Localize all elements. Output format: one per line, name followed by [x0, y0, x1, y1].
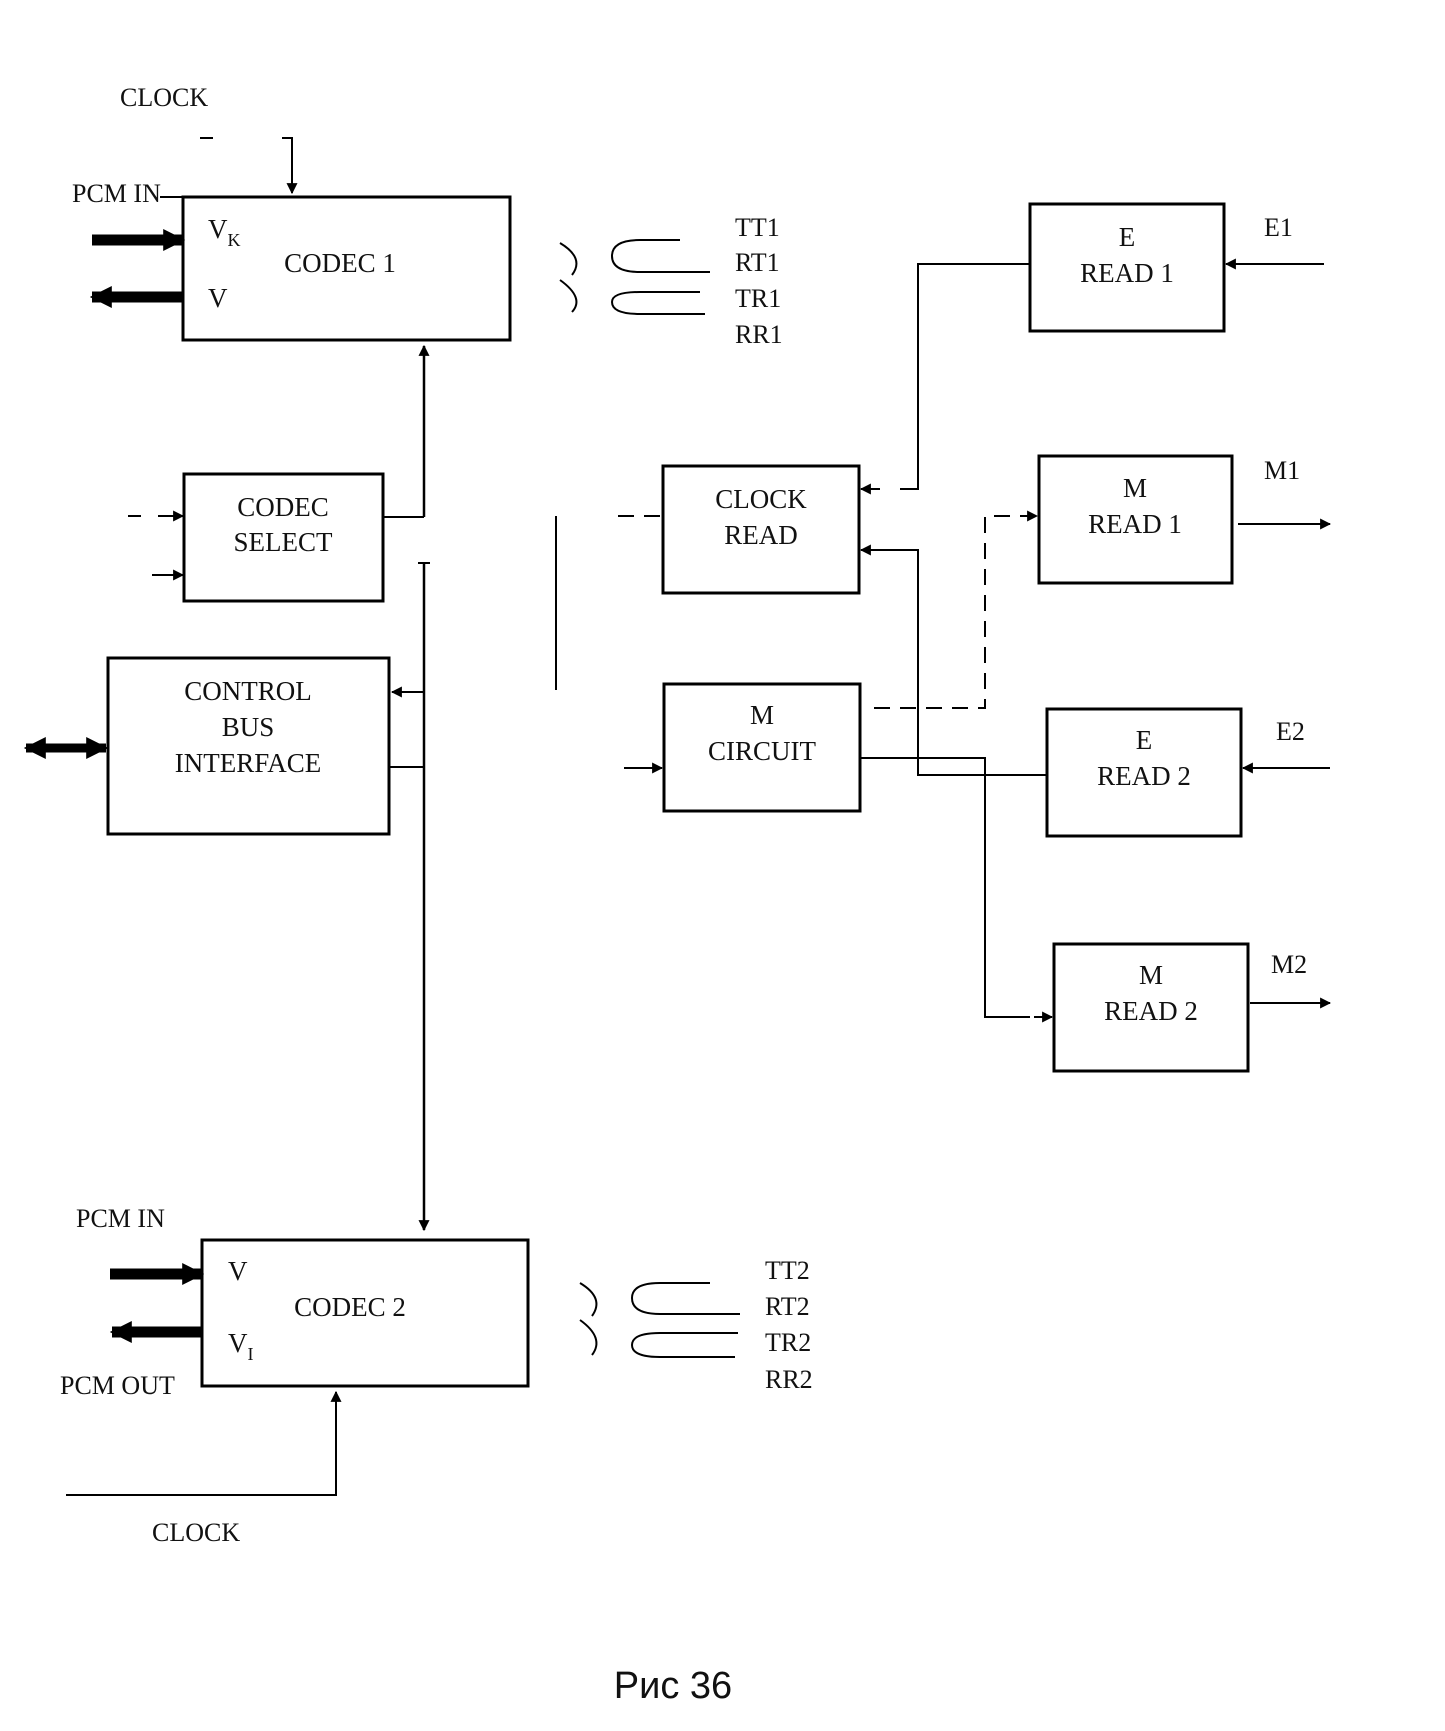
- e-read2-to-clock-read: [859, 544, 1047, 776]
- codec1-port-out: V: [208, 283, 228, 313]
- clock-bottom-arrow: [66, 1390, 342, 1496]
- codec1-port-in: VK: [208, 214, 241, 250]
- codec-select-block: [182, 472, 385, 603]
- svg-text:RT2: RT2: [765, 1292, 810, 1321]
- signal-m1: M1: [1264, 456, 1300, 485]
- svg-text:READ 1: READ 1: [1080, 258, 1174, 288]
- lines1-labels: TT1 RT1 TR1 RR1: [735, 213, 783, 349]
- m-read2-label: M: [1139, 960, 1163, 990]
- line-pair1-bracket: [559, 242, 578, 276]
- figure-caption: Рис 36: [614, 1665, 732, 1707]
- e-read1-to-clock-read: [900, 263, 1030, 490]
- pcm-in-1-label: PCM IN: [72, 179, 161, 208]
- e-read2-block: [1045, 707, 1243, 838]
- svg-text:READ 2: READ 2: [1104, 996, 1198, 1026]
- clock-bottom-label: CLOCK: [152, 1518, 240, 1547]
- line-loop4: [630, 1332, 738, 1358]
- signal-e2: E2: [1276, 717, 1305, 746]
- codec1-label: CODEC 1: [284, 248, 396, 278]
- pcm-in-2-label: PCM IN: [76, 1204, 165, 1233]
- svg-text:TR1: TR1: [735, 284, 781, 313]
- signal-m2: M2: [1271, 950, 1307, 979]
- svg-text:SELECT: SELECT: [234, 527, 334, 557]
- svg-text:RT1: RT1: [735, 248, 780, 277]
- e-read2-label: E: [1136, 725, 1153, 755]
- codec2-label: CODEC 2: [294, 1292, 406, 1322]
- line-pair2-bracket: [559, 279, 578, 313]
- svg-text:READ: READ: [724, 520, 798, 550]
- m-circuit-to-m-read1: [874, 510, 1039, 709]
- svg-text:CIRCUIT: CIRCUIT: [708, 736, 817, 766]
- m-read2-block: [1052, 942, 1250, 1073]
- e-read1-label: E: [1119, 222, 1136, 252]
- pcm-out-2-label: PCM OUT: [60, 1371, 175, 1400]
- line-pair4-bracket: [579, 1319, 598, 1356]
- clock-top-arrow: [282, 137, 298, 195]
- m-circuit-block: [662, 682, 862, 813]
- codec2-block: [200, 1238, 530, 1388]
- codec1-block: [181, 195, 512, 342]
- codec2-port-out: VI: [228, 1328, 254, 1364]
- line-pair3-bracket: [579, 1282, 598, 1317]
- svg-text:TT1: TT1: [735, 213, 780, 242]
- clock-top-label: CLOCK: [120, 83, 208, 112]
- clock-read-label: CLOCK: [715, 484, 807, 514]
- m-circuit-to-m-read2: [860, 757, 1030, 1018]
- svg-text:TR2: TR2: [765, 1328, 811, 1357]
- svg-text:TT2: TT2: [765, 1256, 810, 1285]
- line-loop2: [610, 291, 705, 315]
- m-read1-label: M: [1123, 473, 1147, 503]
- svg-text:INTERFACE: INTERFACE: [175, 748, 322, 778]
- line-loop3: [630, 1282, 740, 1315]
- svg-text:READ 2: READ 2: [1097, 761, 1191, 791]
- e-read1-block: [1028, 202, 1226, 333]
- m-circuit-label: M: [750, 700, 774, 730]
- control-bus-label: CONTROL: [184, 676, 312, 706]
- m-read1-block: [1037, 454, 1234, 585]
- line-loop1: [610, 239, 710, 273]
- svg-text:RR1: RR1: [735, 320, 783, 349]
- lines2-labels: TT2 RT2 TR2 RR2: [765, 1256, 813, 1394]
- svg-text:RR2: RR2: [765, 1365, 813, 1394]
- svg-text:BUS: BUS: [222, 712, 275, 742]
- clock-read-block: [661, 464, 861, 595]
- signal-e1: E1: [1264, 213, 1293, 242]
- codec-select-label: CODEC: [237, 492, 329, 522]
- svg-text:READ 1: READ 1: [1088, 509, 1182, 539]
- codec2-port-in: V: [228, 1256, 248, 1286]
